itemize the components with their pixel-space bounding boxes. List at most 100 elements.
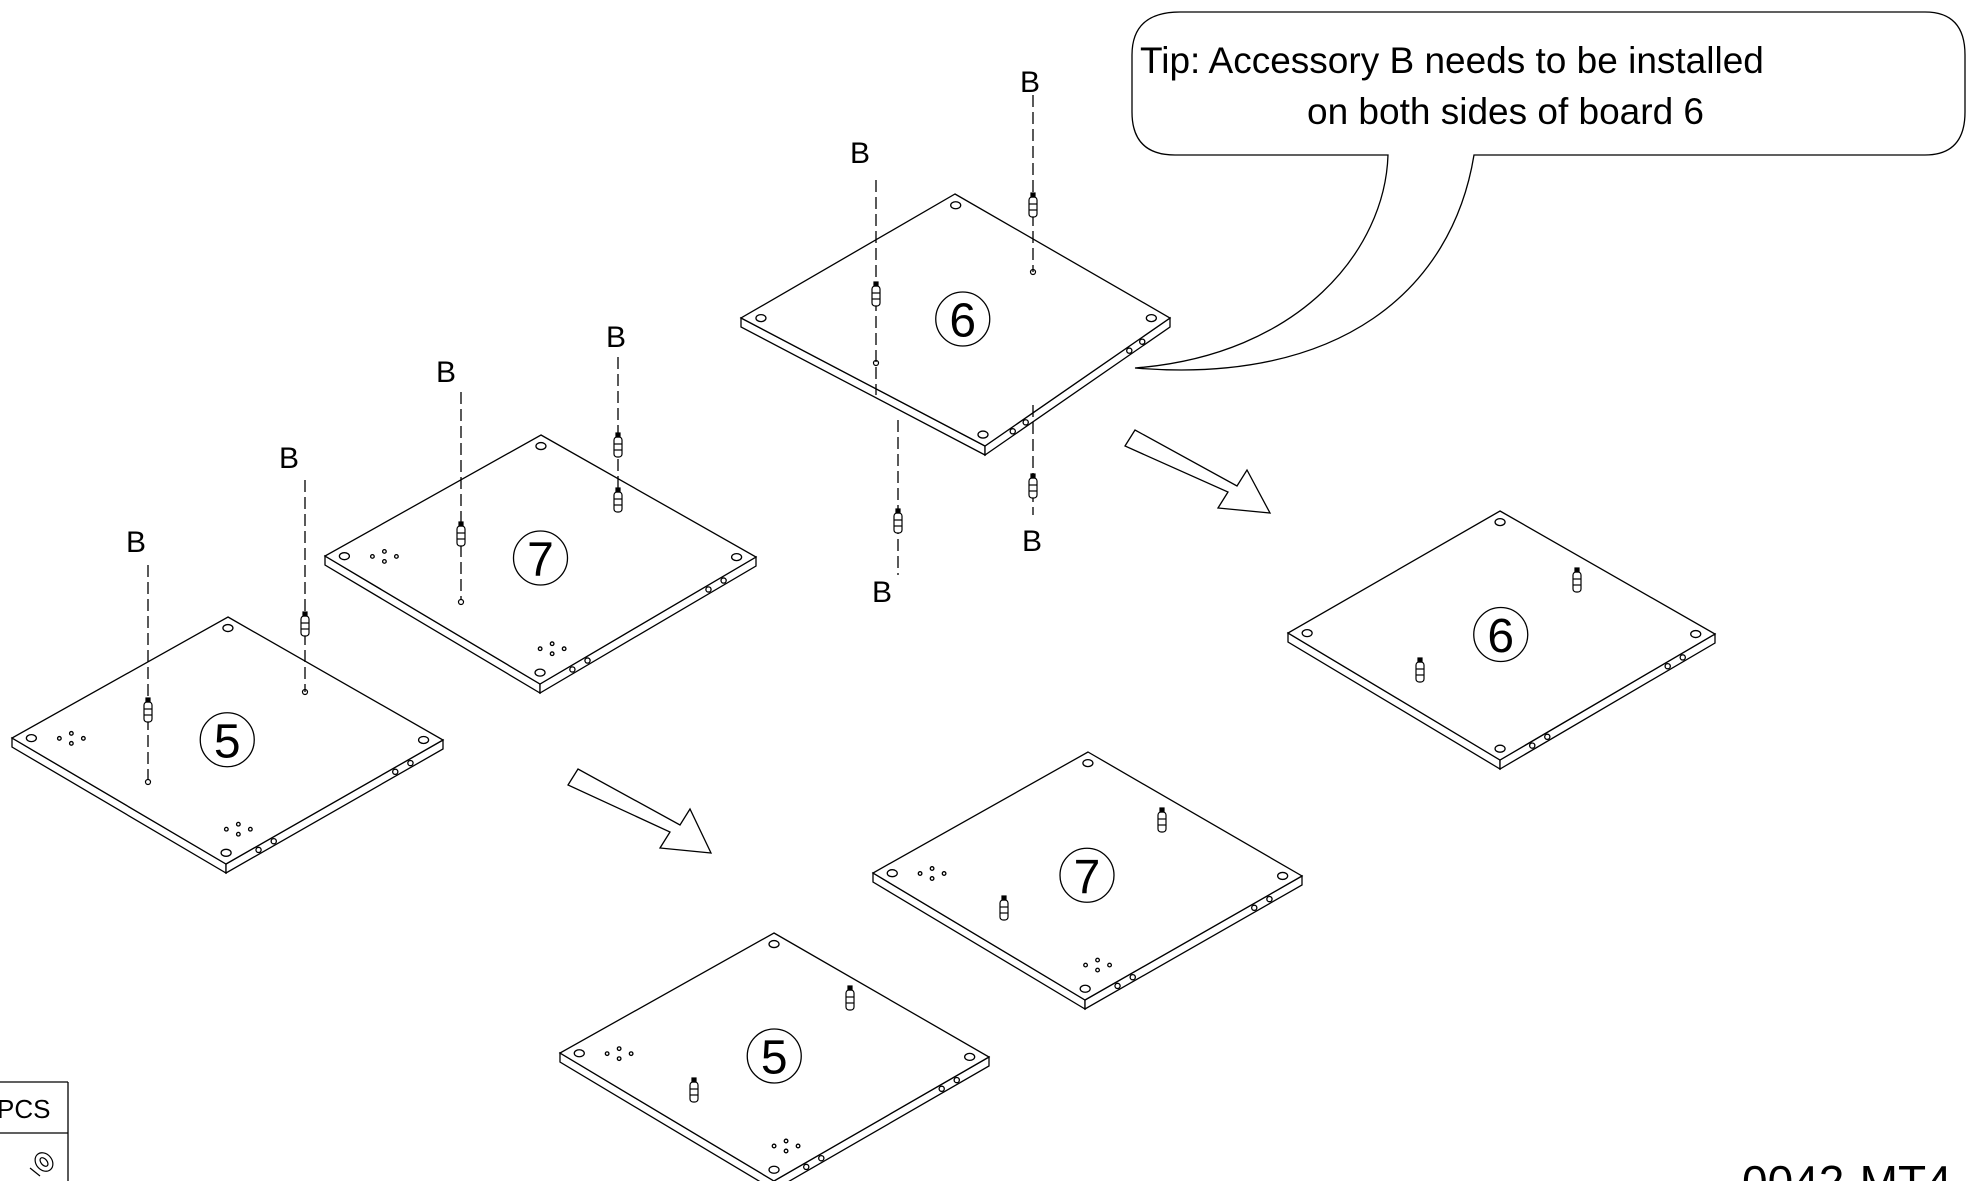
board-7-before-small-hole <box>393 553 399 559</box>
target-holes <box>144 268 1037 786</box>
board-7-after-number-circle <box>1059 847 1115 903</box>
accessory-b-label-6: B <box>1020 66 1040 99</box>
board-7-before-edge-hole <box>569 666 576 673</box>
board-7-after-small-hole <box>1095 967 1101 973</box>
board-6-after-corner-hole <box>1301 628 1313 638</box>
board-5-after-corner-hole <box>768 939 780 949</box>
dowel-b-board6-2 <box>1028 192 1038 218</box>
board-6-after-edge-hole <box>1664 662 1671 670</box>
board-7-after-corner-hole <box>1082 758 1094 768</box>
board-6-before: 6 <box>739 193 1172 457</box>
board-6-after-edge-hole <box>1544 733 1551 741</box>
accessory-b-label-3: B <box>436 356 456 389</box>
board-7-after-edge-hole <box>1129 973 1136 981</box>
board-5-before-number-circle <box>199 712 255 768</box>
board-6-after-number: 6 <box>1487 610 1514 663</box>
board-7-before-edge-hole <box>720 577 727 584</box>
board-7-before-corner-hole <box>535 441 547 451</box>
board-6-before-number-circle <box>935 291 991 347</box>
board-5-before-edge-hole <box>407 759 414 767</box>
board-5-after-corner-hole <box>573 1049 585 1058</box>
board-5-before-small-hole <box>235 831 241 837</box>
dowel-b-board6-4 <box>1028 473 1038 499</box>
board-5-before-small-hole <box>247 826 253 832</box>
board-6-after-corner-hole <box>1494 744 1506 753</box>
board-7-after-small-hole <box>1083 962 1089 968</box>
direction-arrow-bottom <box>567 768 713 854</box>
board-7-after-number: 7 <box>1074 851 1101 904</box>
board-6-after-corner-hole <box>1494 517 1506 527</box>
board-7-before: 7 <box>323 434 758 695</box>
dowel-b-installed-7a <box>1157 807 1167 833</box>
accessory-b-label-4: B <box>606 321 626 354</box>
board-7-before-edge-hole <box>584 657 591 664</box>
board-6-before-edge-hole <box>1139 338 1146 345</box>
board-5-after-small-hole <box>604 1051 610 1057</box>
accessory-b-label-1: B <box>126 526 146 559</box>
board-5-after-corner-hole <box>964 1052 976 1062</box>
board-6-before-edge-hole <box>1126 347 1133 354</box>
board-7-after-edge-hole <box>1266 895 1273 903</box>
tip-line-2: on both sides of board 6 <box>1307 91 1704 132</box>
direction-arrow-top <box>1124 429 1272 514</box>
board-5-after-edge-hole <box>938 1085 945 1093</box>
dowel-b-installed-6b <box>1415 657 1425 683</box>
board-7-after-small-hole <box>941 871 947 876</box>
board-5-before-corner-hole <box>417 735 430 745</box>
dowel-b-board6-1 <box>871 281 881 307</box>
board-7-before-small-hole <box>381 548 387 554</box>
board-6-before-edge-hole <box>1009 428 1017 435</box>
board-5-before-edge-hole <box>255 846 262 854</box>
dowel-b-installed-6a <box>1572 567 1582 593</box>
board-5-after: 5 <box>558 932 991 1181</box>
board-6-after-edge-hole <box>1529 742 1536 749</box>
board-5-before-small-hole <box>80 735 86 741</box>
board-7-after-small-hole <box>1095 957 1101 963</box>
board-6-before-corner-hole <box>755 313 767 323</box>
board-6-after: 6 <box>1286 510 1717 771</box>
board-7-before-corner-hole <box>338 552 351 561</box>
board-7-before-corner-hole <box>730 552 743 562</box>
board-6-after-number-circle <box>1473 606 1529 663</box>
board-6-before-corner-hole <box>950 201 962 210</box>
dowels-layer <box>143 192 1582 1103</box>
board-6-before-corner-hole <box>1145 313 1157 323</box>
board-5-after-small-hole <box>771 1143 777 1149</box>
board-7-before-edge-hole <box>705 586 712 593</box>
board-7-after: 7 <box>871 751 1304 1011</box>
board-7-before-small-hole <box>549 641 555 647</box>
board-7-after-edge-hole <box>1114 982 1121 990</box>
board-7-before-small-hole <box>369 553 375 559</box>
board-5-before-edge-hole <box>270 837 277 845</box>
board-7-after-corner-hole <box>1079 984 1091 993</box>
board-7-before-small-hole <box>381 558 387 564</box>
dowel-b-board7-1 <box>456 521 466 547</box>
board-5-before-small-hole <box>68 730 74 736</box>
board-5-before: 5 <box>10 616 445 875</box>
accessory-b-label-8: B <box>1022 525 1042 558</box>
tip-callout <box>1131 11 1966 371</box>
board-5-after-edge-hole <box>953 1076 961 1084</box>
board-5-before-corner-hole <box>25 734 38 743</box>
dowel-icon <box>29 1152 54 1177</box>
board-5-before-small-hole <box>235 821 241 827</box>
board-7-after-small-hole <box>929 876 935 881</box>
board-5-after-small-hole <box>783 1148 789 1154</box>
accessory-b-label-7: B <box>872 576 892 609</box>
dowel-b-installed-5a <box>845 985 855 1011</box>
board-6-before-number: 6 <box>949 295 976 348</box>
accessory-b-label-2: B <box>279 442 299 475</box>
dowel-b-installed-5b <box>689 1077 699 1103</box>
board-5-before-small-hole <box>56 735 62 741</box>
board-5-after-corner-hole <box>768 1165 780 1174</box>
board-6-before-edge-hole <box>1022 419 1029 426</box>
board-5-after-number-circle <box>746 1028 802 1084</box>
board-5-after-small-hole <box>783 1138 789 1144</box>
tip-line-1: Tip: Accessory B needs to be installed <box>1140 40 1764 81</box>
board-5-after-edge-hole <box>818 1154 825 1162</box>
board-6-after-edge-hole <box>1679 654 1687 661</box>
board-7-after-corner-hole <box>886 869 898 878</box>
board-7-after-small-hole <box>1107 962 1113 968</box>
